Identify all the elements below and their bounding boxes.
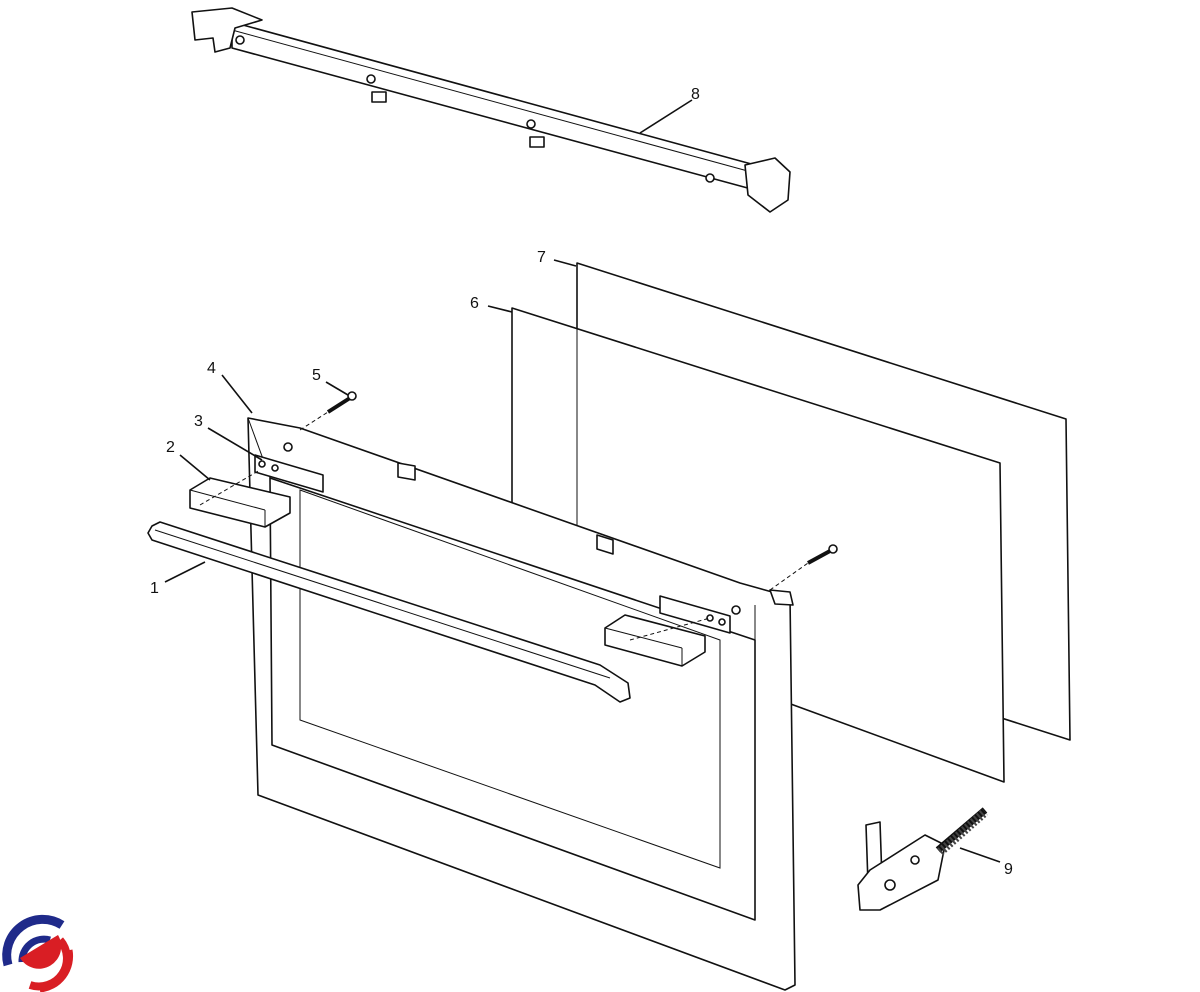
callout-2: 2 — [166, 439, 175, 456]
callout-6: 6 — [470, 295, 479, 312]
callout-7: 7 — [537, 249, 546, 266]
part-8-top-rail — [191, 7, 791, 213]
leader-lines — [164, 99, 1001, 863]
callout-5: 5 — [312, 367, 321, 384]
part-9-hinge — [857, 807, 988, 911]
callout-4: 4 — [207, 360, 216, 377]
part-5-screws — [299, 391, 838, 591]
door-frame — [247, 417, 796, 991]
callout-9: 9 — [1004, 861, 1013, 878]
part-2-handle-mount — [189, 477, 706, 667]
brand-logo — [2, 914, 74, 992]
callout-1: 1 — [150, 580, 159, 597]
callout-8: 8 — [691, 86, 700, 103]
callout-3: 3 — [194, 413, 203, 430]
part-3-plate — [254, 454, 324, 493]
